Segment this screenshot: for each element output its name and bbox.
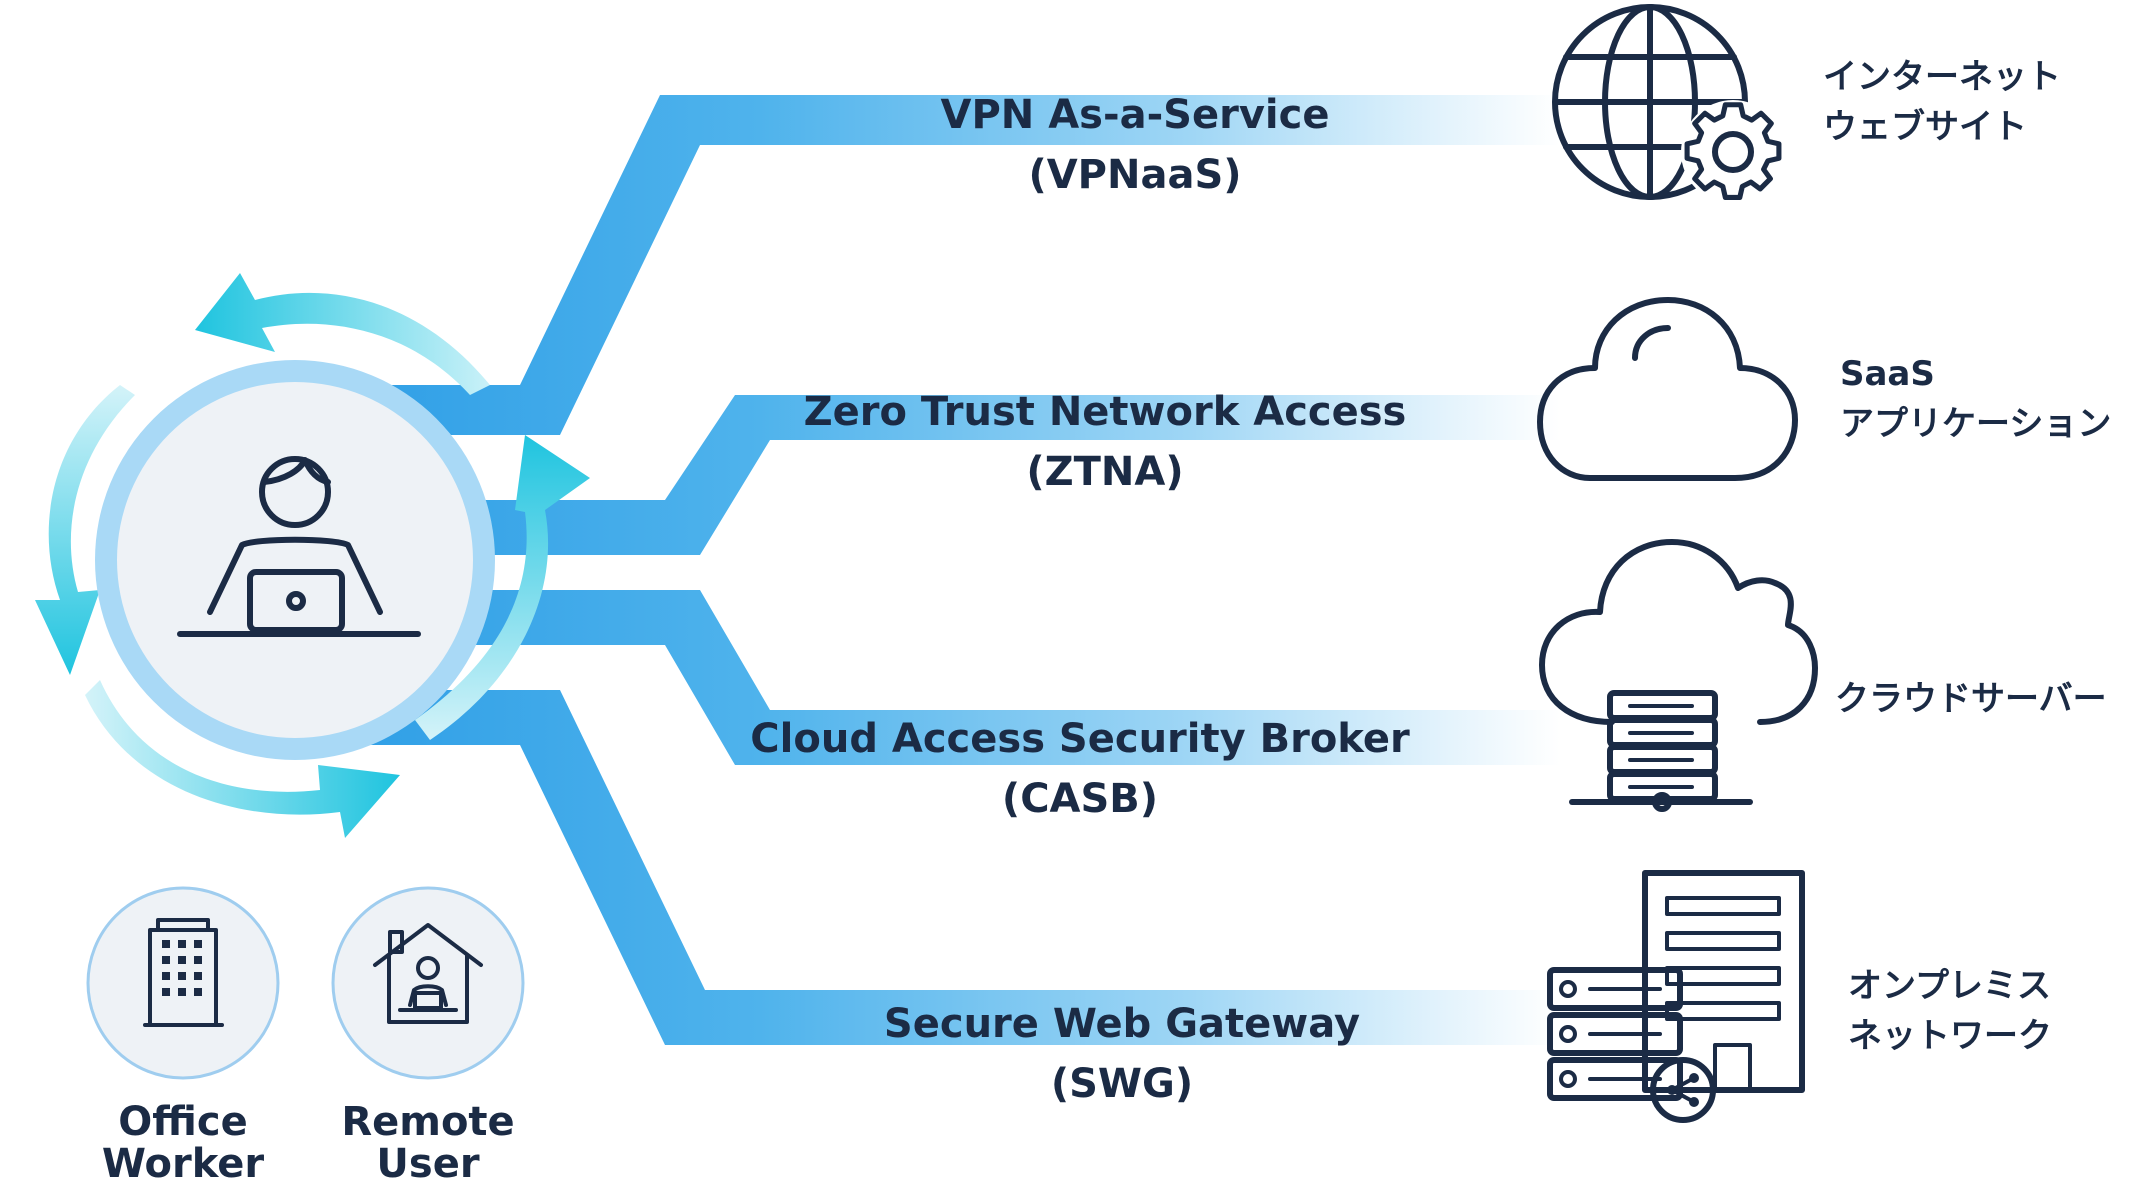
band-swg xyxy=(330,690,1560,1045)
service-labels: VPN As-a-Service (VPNaaS) Zero Trust Net… xyxy=(750,92,1410,1107)
destination-labels: インターネット ウェブサイト SaaS アプリケーション クラウドサーバー オン… xyxy=(1823,57,2111,1056)
destination-internet-line1: インターネット xyxy=(1823,57,2061,97)
cloud-server-icon xyxy=(1539,539,1818,812)
destination-cloud-server-line1: クラウドサーバー xyxy=(1835,679,2107,719)
band-ztna xyxy=(330,395,1560,555)
cloud-icon xyxy=(1537,297,1798,481)
destination-saas-line1: SaaS xyxy=(1840,354,1935,394)
band-casb xyxy=(330,590,1560,765)
cycle-arrow-right xyxy=(415,435,590,740)
connector-bands xyxy=(330,95,1560,1045)
service-abbr-casb: (CASB) xyxy=(1002,776,1158,822)
service-name-casb: Cloud Access Security Broker xyxy=(750,716,1410,762)
cycle-arrow-top xyxy=(195,273,490,395)
cycle-arrow-bottom xyxy=(85,680,400,838)
office-worker-label-line1: Office xyxy=(118,1099,247,1145)
user-badge-office: Office Worker xyxy=(86,886,280,1185)
user-badge-remote: Remote User xyxy=(331,886,525,1185)
service-name-vpnaas: VPN As-a-Service xyxy=(941,92,1330,138)
service-abbr-ztna: (ZTNA) xyxy=(1026,449,1183,495)
hub xyxy=(95,360,495,760)
on-premise-network-icon xyxy=(1547,870,1805,1123)
user-laptop-icon xyxy=(177,456,421,637)
service-abbr-vpnaas: (VPNaaS) xyxy=(1028,152,1241,198)
remote-home-icon xyxy=(373,923,483,1024)
service-abbr-swg: (SWG) xyxy=(1051,1061,1193,1107)
destination-onprem-line2: ネットワーク xyxy=(1848,1016,2052,1056)
remote-user-label-line2: User xyxy=(376,1141,479,1185)
service-name-ztna: Zero Trust Network Access xyxy=(804,389,1407,435)
globe-gear-icon xyxy=(1552,4,1785,204)
remote-user-label-line1: Remote xyxy=(341,1099,514,1145)
band-vpnaas xyxy=(330,95,1560,435)
destination-onprem-line1: オンプレミス xyxy=(1848,966,2051,1006)
cycle-arrows xyxy=(35,273,590,838)
service-name-swg: Secure Web Gateway xyxy=(884,1001,1360,1047)
hub-core xyxy=(117,382,473,738)
destination-internet-line2: ウェブサイト xyxy=(1823,107,2027,147)
destination-saas-line2: アプリケーション xyxy=(1840,404,2111,444)
cycle-arrow-left xyxy=(35,385,135,675)
office-building-icon xyxy=(143,918,224,1027)
office-worker-label-line2: Worker xyxy=(102,1141,265,1185)
